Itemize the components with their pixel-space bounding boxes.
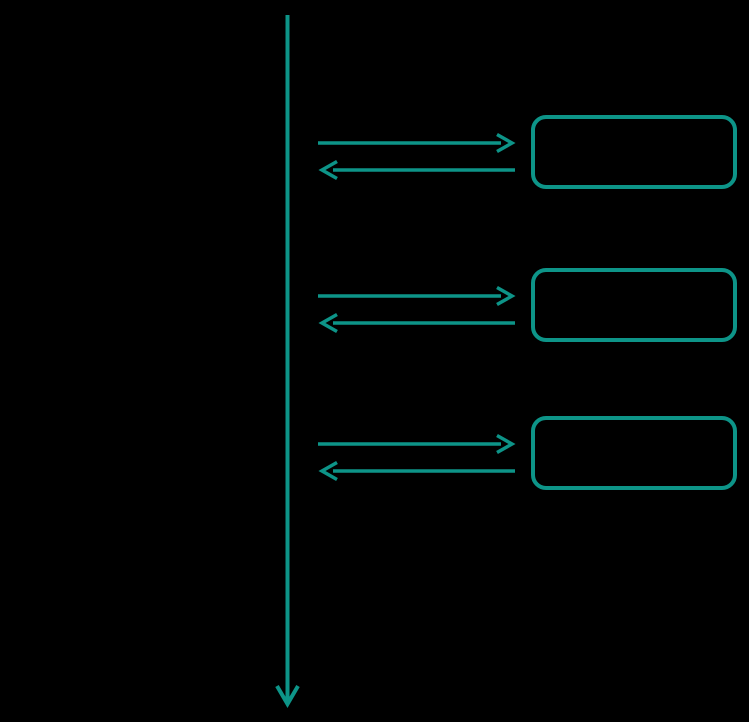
exchanges-layer: [316, 115, 737, 490]
timeline-down-arrow: [275, 15, 300, 708]
exchange-row-2: [316, 268, 737, 342]
exchange-row-3: [316, 416, 737, 490]
down-arrowhead-icon: [275, 684, 300, 708]
exchange-row-1: [316, 115, 737, 189]
